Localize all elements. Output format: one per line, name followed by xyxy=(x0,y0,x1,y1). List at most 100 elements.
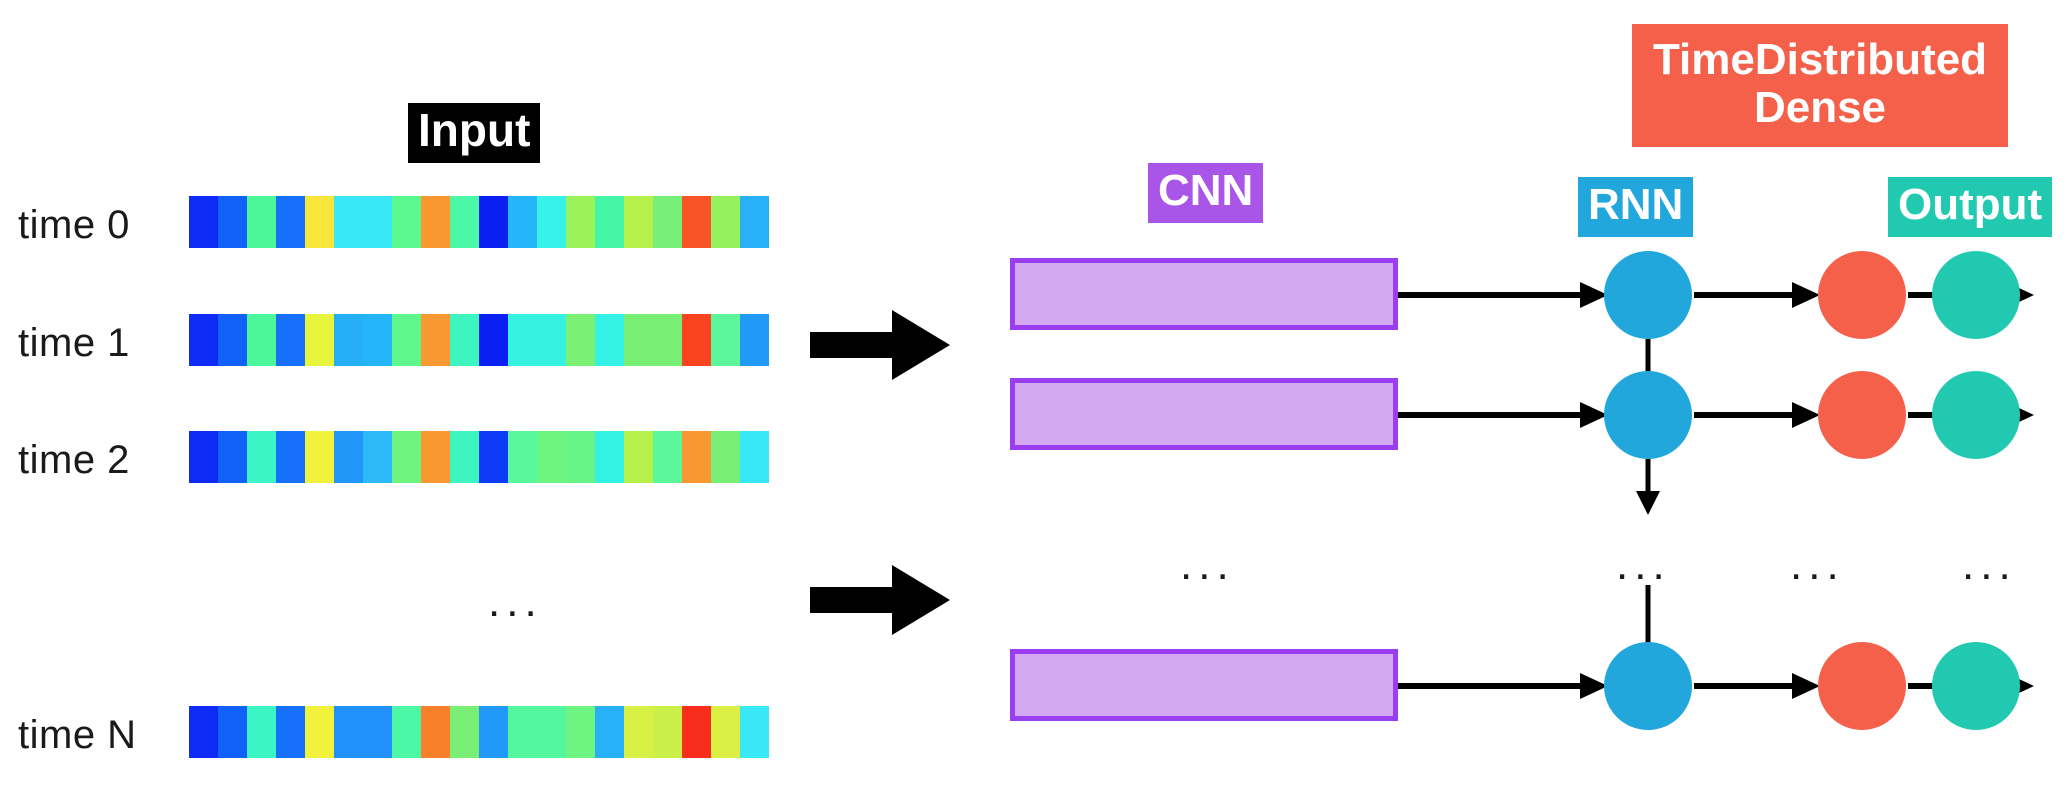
heatmap-cell xyxy=(334,706,363,758)
heatmap-cell xyxy=(392,196,421,248)
heatmap-cell xyxy=(189,431,218,483)
heatmap-cell xyxy=(682,431,711,483)
heatmap-cell xyxy=(566,196,595,248)
output-column-ellipsis: ... xyxy=(1962,540,2017,589)
heatmap-cell xyxy=(392,431,421,483)
timedistributed-dense-label-text: TimeDistributed Dense xyxy=(1632,24,2008,148)
heatmap-cell xyxy=(711,431,740,483)
heatmap-cell xyxy=(276,314,305,366)
heatmap-cell xyxy=(740,314,769,366)
row-label-time-1: time 1 xyxy=(18,321,130,365)
cnn-to-rnn-arrow-row-1 xyxy=(1398,402,1608,428)
heatmap-cell xyxy=(363,314,392,366)
input-to-cnn-arrow-top xyxy=(810,310,950,380)
heatmap-cell xyxy=(247,706,276,758)
heatmap-cell xyxy=(334,431,363,483)
cnn-column-ellipsis: ... xyxy=(1180,540,1235,589)
heatmap-cell xyxy=(653,706,682,758)
rnn-to-dense-arrow-row-0 xyxy=(1694,282,1820,308)
heatmap-cell xyxy=(508,196,537,248)
heatmap-cell xyxy=(363,706,392,758)
cnn-label-chip: CNN xyxy=(1148,163,1264,223)
rnn-label-chip: RNN xyxy=(1578,177,1694,237)
cnn-to-rnn-arrow-row-n xyxy=(1398,673,1608,699)
heatmap-cell xyxy=(218,314,247,366)
heatmap-cell xyxy=(305,431,334,483)
rnn-node-row-0 xyxy=(1604,251,1692,339)
heatmap-cell xyxy=(566,706,595,758)
output-node-row-n xyxy=(1932,642,2020,730)
heatmap-cell xyxy=(479,196,508,248)
heatmap-cell xyxy=(305,314,334,366)
heatmap-cell xyxy=(740,431,769,483)
dense-column-ellipsis: ... xyxy=(1790,540,1845,589)
dense-node-row-1 xyxy=(1818,371,1906,459)
cnn-box-row-0 xyxy=(1010,258,1398,330)
heatmap-cell xyxy=(450,196,479,248)
cnn-to-rnn-arrow-row-0 xyxy=(1398,282,1608,308)
heatmap-cell xyxy=(218,431,247,483)
heatmap-cell xyxy=(682,196,711,248)
heatmap-cell xyxy=(508,314,537,366)
heatmap-cell xyxy=(711,196,740,248)
heatmap-cell xyxy=(566,431,595,483)
rnn-to-dense-arrow-row-n xyxy=(1694,673,1820,699)
heatmap-cell xyxy=(276,431,305,483)
heatmap-cell xyxy=(363,196,392,248)
cnn-label-text: CNN xyxy=(1148,163,1264,223)
output-label-text: Output xyxy=(1888,177,2053,237)
heatmap-cell xyxy=(653,196,682,248)
heatmap-cell xyxy=(624,196,653,248)
heatmap-cell xyxy=(334,196,363,248)
heatmap-cell xyxy=(305,196,334,248)
heatmap-cell xyxy=(276,706,305,758)
heatmap-cell xyxy=(508,431,537,483)
heatmap-cell xyxy=(624,314,653,366)
heatmap-cell xyxy=(218,196,247,248)
heatmap-cell xyxy=(682,314,711,366)
row-label-time-n: time N xyxy=(18,713,137,757)
heatmap-cell xyxy=(682,706,711,758)
timedistributed-dense-label-chip: TimeDistributed Dense xyxy=(1632,24,2008,148)
heatmap-cell xyxy=(624,431,653,483)
heatmap-cell xyxy=(711,314,740,366)
heatmap-cell xyxy=(247,431,276,483)
heatmap-cell xyxy=(450,706,479,758)
heatmap-cell xyxy=(595,706,624,758)
heatmap-cell xyxy=(247,196,276,248)
rnn-to-dense-arrow-row-1 xyxy=(1694,402,1820,428)
heatmap-cell xyxy=(479,431,508,483)
heatmap-cell xyxy=(334,314,363,366)
rnn-node-row-1 xyxy=(1604,371,1692,459)
input-label-text: Input xyxy=(408,103,541,163)
heatmap-cell xyxy=(595,196,624,248)
heatmap-strip-time-n xyxy=(189,706,769,758)
rnn-column-ellipsis: ... xyxy=(1616,540,1671,589)
heatmap-cell xyxy=(392,314,421,366)
cnn-box-row-1 xyxy=(1010,378,1398,450)
heatmap-cell xyxy=(479,706,508,758)
heatmap-cell xyxy=(537,314,566,366)
heatmap-cell xyxy=(421,706,450,758)
rnn-node-row-n xyxy=(1604,642,1692,730)
heatmap-cell xyxy=(450,314,479,366)
heatmap-cell xyxy=(421,196,450,248)
heatmap-cell xyxy=(740,706,769,758)
heatmap-cell xyxy=(537,706,566,758)
heatmap-cell xyxy=(247,314,276,366)
heatmap-cell xyxy=(595,314,624,366)
input-rows-ellipsis: ... xyxy=(488,577,543,626)
heatmap-cell xyxy=(595,431,624,483)
heatmap-cell xyxy=(276,196,305,248)
heatmap-cell xyxy=(189,314,218,366)
heatmap-cell xyxy=(421,431,450,483)
heatmap-cell xyxy=(653,314,682,366)
heatmap-cell xyxy=(537,431,566,483)
dense-node-row-n xyxy=(1818,642,1906,730)
cnn-box-row-n xyxy=(1010,649,1398,721)
heatmap-strip-time-1 xyxy=(189,314,769,366)
heatmap-cell xyxy=(653,431,682,483)
output-node-row-1 xyxy=(1932,371,2020,459)
heatmap-strip-time-0 xyxy=(189,196,769,248)
